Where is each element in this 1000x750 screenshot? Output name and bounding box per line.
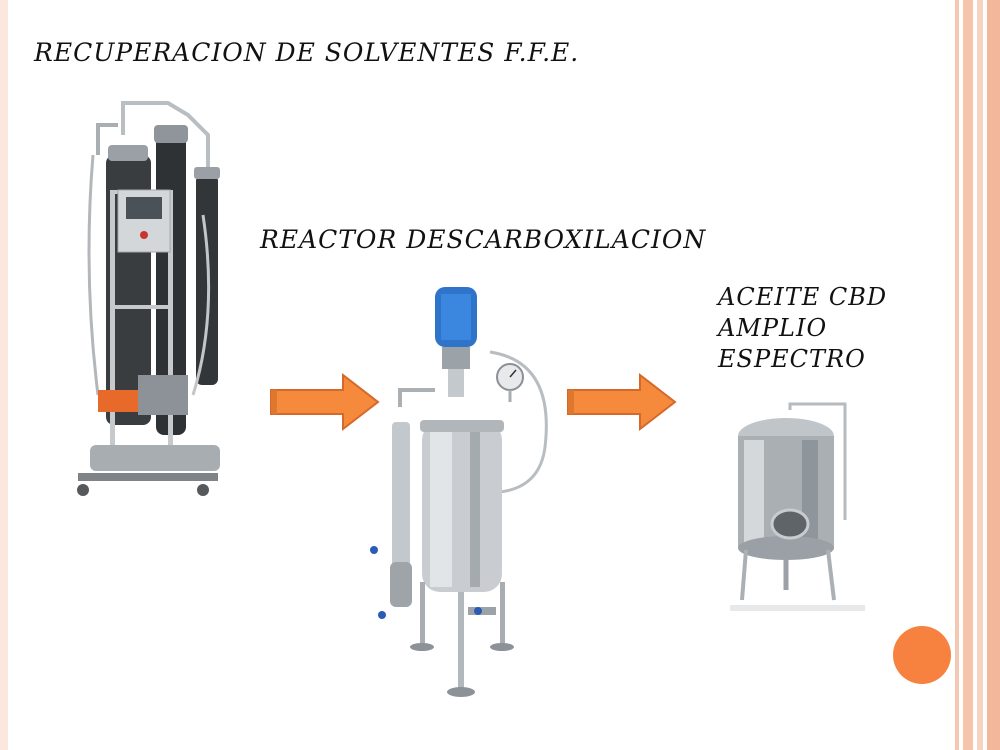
oil-label: ACEITE CBD AMPLIO ESPECTRO (718, 282, 887, 375)
stripe (987, 0, 1000, 750)
storage-tank (730, 402, 865, 611)
slide-title: RECUPERACION DE SOLVENTES F.F.E. (34, 38, 580, 67)
ffe-evaporator (77, 101, 220, 496)
oil-label-line: ACEITE CBD (718, 283, 888, 311)
oil-label-line: ESPECTRO (718, 345, 866, 373)
decarboxylation-reactor (370, 287, 548, 697)
stripe (963, 0, 973, 750)
reactor-label: REACTOR DESCARBOXILACION (260, 225, 707, 254)
arrow-right-icon (270, 372, 380, 432)
arrow-right-icon (567, 372, 677, 432)
stripe (977, 0, 983, 750)
left-edge-decoration (0, 0, 8, 750)
right-stripes-decoration (955, 0, 1000, 750)
accent-dot (893, 626, 951, 684)
stripe (955, 0, 959, 750)
oil-label-line: AMPLIO (718, 314, 828, 342)
